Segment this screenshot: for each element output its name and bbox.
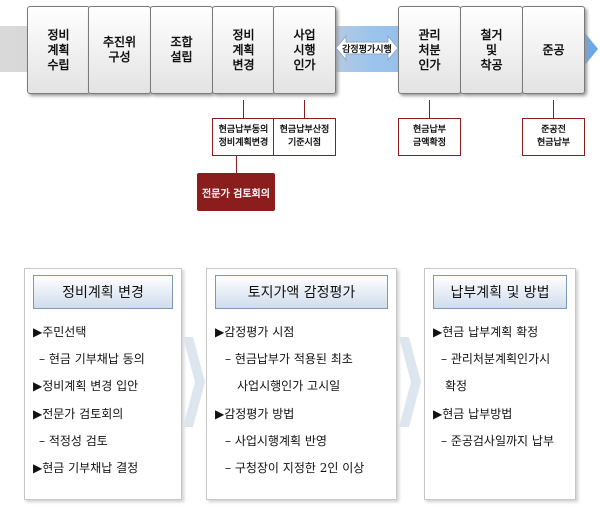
step-plan-change: 정비 계획 변경: [212, 6, 275, 94]
panel-line: – 관리처분계획인가시: [441, 352, 551, 366]
panel-plan-change: 정비계획 변경 ▶주민선택 – 현금 기부채납 동의 ▶정비계획 변경 입안 ▶…: [24, 268, 182, 500]
panel-title: 토지가액 감정평가: [215, 275, 388, 309]
panel-line: ▶현금 납부계획 확정: [433, 325, 539, 339]
connector-plan-change: [243, 100, 244, 118]
step-completion: 준공: [522, 6, 585, 94]
connector-completion: [553, 100, 554, 118]
note-cash-consent: 현금납부동의 정비계획변경: [212, 118, 275, 156]
step-management-approval: 관리 처분 인가: [398, 6, 461, 94]
step-plan-establish: 정비 계획 수립: [27, 6, 90, 94]
note-cash-basis: 현금납부산정 기준시점: [273, 118, 336, 156]
panel-line: – 준공검사일까지 납부: [441, 434, 554, 448]
panel-title: 납부계획 및 방법: [433, 275, 567, 309]
panel-line: 확정: [445, 379, 468, 393]
appraisal-double-arrow: [336, 34, 398, 62]
note-cash-amount: 현금납부 금액확정: [398, 118, 461, 156]
connector-business-approval: [304, 100, 305, 118]
panel-title: 정비계획 변경: [33, 275, 173, 309]
connector-expert: [236, 156, 237, 173]
panel-line: – 현금납부가 적용된 최초: [225, 352, 353, 366]
panel-line: – 사업시행계획 반영: [225, 434, 327, 448]
panel-line: – 구청장이 지정한 2인 이상: [225, 461, 365, 475]
connector-management-approval: [429, 100, 430, 118]
panel-line: ▶감정평가 방법: [215, 407, 295, 421]
panel-payment-plan: 납부계획 및 방법 ▶현금 납부계획 확정 – 관리처분계획인가시 확정 ▶현금…: [424, 268, 576, 500]
panel-land-appraisal: 토지가액 감정평가 ▶감정평가 시점 – 현금납부가 적용된 최초 사업시행인가…: [206, 268, 397, 500]
panel-line: 사업시행인가 고시일: [237, 379, 341, 393]
chevron-arrow-2: [399, 337, 421, 427]
panel-line: – 적정성 검토: [39, 434, 108, 448]
panel-line: ▶현금 기부채납 결정: [33, 461, 139, 475]
step-demolition: 철거 및 착공: [460, 6, 523, 94]
appraisal-label: 감정평가시행: [342, 45, 392, 55]
panel-line: – 현금 기부채납 동의: [39, 352, 145, 366]
step-union: 조합 설립: [150, 6, 213, 94]
panel-line: ▶정비계획 변경 입안: [33, 379, 139, 393]
panel-line: ▶전문가 검토회의: [33, 407, 124, 421]
panel-line: ▶현금 납부방법: [433, 407, 513, 421]
step-committee: 추진위 구성: [88, 6, 151, 94]
step-business-approval: 사업 시행 인가: [273, 6, 336, 94]
panel-line: ▶주민선택: [33, 325, 87, 339]
expert-review-box: 전문가 검토회의: [197, 173, 275, 211]
note-cash-before-completion: 준공전 현금납부: [522, 118, 585, 156]
chevron-arrow-1: [183, 337, 205, 427]
panel-line: ▶감정평가 시점: [215, 325, 295, 339]
